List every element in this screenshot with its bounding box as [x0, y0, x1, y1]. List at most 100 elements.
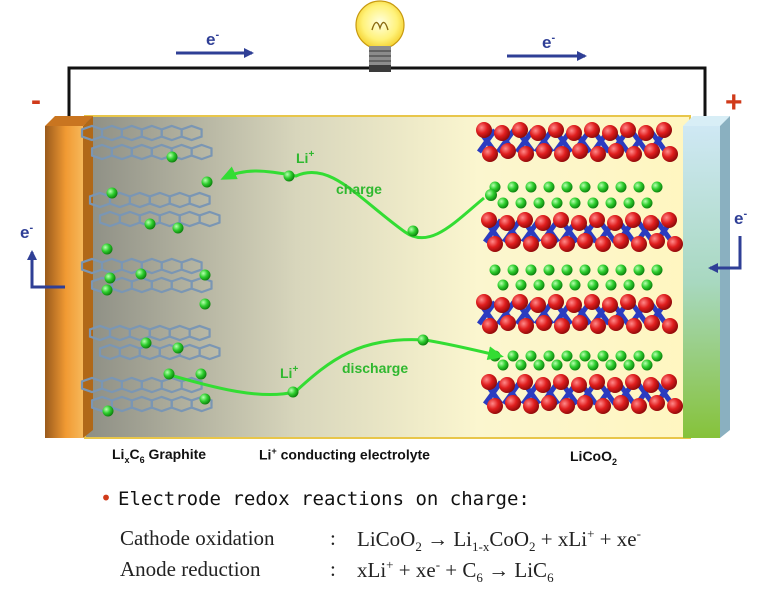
oxygen-atom	[548, 122, 564, 138]
li-ion-in-cathode	[533, 279, 545, 291]
electron-label-top-right: e-	[542, 32, 555, 52]
cathode-plate	[683, 126, 720, 438]
oxygen-atom	[661, 374, 677, 390]
oxygen-atom	[607, 377, 623, 393]
li-ion-in-cathode	[579, 181, 591, 193]
li-ion-in-cathode	[587, 279, 599, 291]
oxygen-atom	[500, 143, 516, 159]
oxygen-atom	[517, 374, 533, 390]
li-ion-in-cathode	[497, 359, 509, 371]
oxygen-atom	[541, 233, 557, 249]
oxygen-atom	[595, 236, 611, 252]
li-ion-in-cathode	[605, 359, 617, 371]
li-ion-in-cathode	[587, 197, 599, 209]
oxygen-atom	[590, 318, 606, 334]
li-ion-in-cathode	[641, 197, 653, 209]
electrolyte-region	[84, 115, 691, 439]
oxygen-atom	[662, 318, 678, 334]
li-ion-in-cathode	[597, 264, 609, 276]
oxygen-atom	[644, 143, 660, 159]
li-ion-in-cathode	[525, 264, 537, 276]
anode-equation: xLi+ + xe- + C6 → LiC6	[357, 557, 554, 586]
battery-diagram: e- e- e- e- - + Li+ charge Li+ discharge	[20, 0, 747, 439]
oxygen-atom	[571, 377, 587, 393]
cathode-label: LiCoO2	[570, 448, 618, 467]
graphite-ring	[190, 143, 213, 161]
li-ion-in-graphite	[199, 269, 211, 281]
charge-path	[220, 166, 485, 240]
cathode-equation-label: Cathode oxidation	[120, 526, 275, 550]
oxygen-atom	[662, 146, 678, 162]
oxygen-atom	[613, 395, 629, 411]
li-ion-in-cathode	[507, 181, 519, 193]
oxygen-atom	[487, 236, 503, 252]
li-ion-in-cathode	[543, 350, 555, 362]
oxygen-atom	[499, 377, 515, 393]
oxygen-atom	[476, 294, 492, 310]
cathode-equation: LiCoO2 → Li1-xCoO2 + xLi+ + xe-	[357, 526, 641, 555]
li-ion-in-cathode	[651, 350, 663, 362]
oxygen-atom	[631, 236, 647, 252]
graphite-ring	[190, 395, 213, 413]
discharge-label: discharge	[342, 360, 408, 376]
li-ion-in-cathode	[497, 279, 509, 291]
oxygen-atom	[638, 125, 654, 141]
li-ion-in-graphite	[201, 176, 213, 188]
li-ion-in-cathode	[543, 181, 555, 193]
li-ion-in-cathode	[489, 264, 501, 276]
li-ion-in-cathode	[597, 181, 609, 193]
oxygen-atom	[481, 374, 497, 390]
oxygen-atom	[523, 398, 539, 414]
oxygen-atom	[559, 236, 575, 252]
electron-label-cathode: e-	[734, 208, 747, 228]
li-ion-in-graphite	[101, 243, 113, 255]
li-ion-in-graphite	[199, 298, 211, 310]
oxygen-atom	[518, 146, 534, 162]
li-ion-in-cathode	[615, 350, 627, 362]
graphite-ring	[180, 376, 203, 394]
oxygen-atom	[482, 146, 498, 162]
co-o-bond	[482, 218, 504, 244]
external-circuit-wire	[67, 66, 707, 122]
oxygen-atom	[625, 374, 641, 390]
oxygen-atom	[656, 122, 672, 138]
oxygen-atom	[535, 377, 551, 393]
oxygen-atom	[517, 212, 533, 228]
oxygen-atom	[494, 297, 510, 313]
oxygen-atom	[500, 315, 516, 331]
li-ion-in-cathode	[605, 197, 617, 209]
oxygen-atom	[481, 212, 497, 228]
li-ion-in-cathode	[569, 359, 581, 371]
li-ion-in-cathode	[633, 181, 645, 193]
oxygen-atom	[566, 125, 582, 141]
oxygen-atom	[608, 315, 624, 331]
li-ion-in-cathode	[533, 359, 545, 371]
li-ion-in-cathode	[551, 279, 563, 291]
oxygen-atom	[482, 318, 498, 334]
li-ion-leaving-cathode	[485, 189, 497, 201]
oxygen-atom	[566, 297, 582, 313]
li-ion-in-cathode	[587, 359, 599, 371]
graphite-ring	[188, 191, 211, 209]
li-ion-in-cathode	[561, 350, 573, 362]
li-ion-in-cathode	[569, 279, 581, 291]
oxygen-atom	[607, 215, 623, 231]
li-ion-in-cathode	[615, 181, 627, 193]
li-ion-in-cathode	[497, 197, 509, 209]
li-ion-in-cathode	[633, 264, 645, 276]
oxygen-atom	[572, 143, 588, 159]
li-ion-in-cathode	[525, 181, 537, 193]
li-ion-in-cathode	[641, 279, 653, 291]
electrolyte-label: Li+ conducting electrolyte	[259, 446, 430, 463]
li-ion-in-graphite	[106, 187, 118, 199]
graphite-ring	[180, 257, 203, 275]
oxygen-atom	[649, 233, 665, 249]
oxygen-atom	[589, 212, 605, 228]
li-ion-in-cathode	[623, 197, 635, 209]
li-ion-in-cathode	[623, 279, 635, 291]
graphite-layers	[80, 124, 221, 417]
oxygen-atom	[512, 294, 528, 310]
negative-terminal-sign: -	[31, 84, 41, 117]
oxygen-atom	[571, 215, 587, 231]
li-ion-on-charge-path	[283, 170, 295, 182]
